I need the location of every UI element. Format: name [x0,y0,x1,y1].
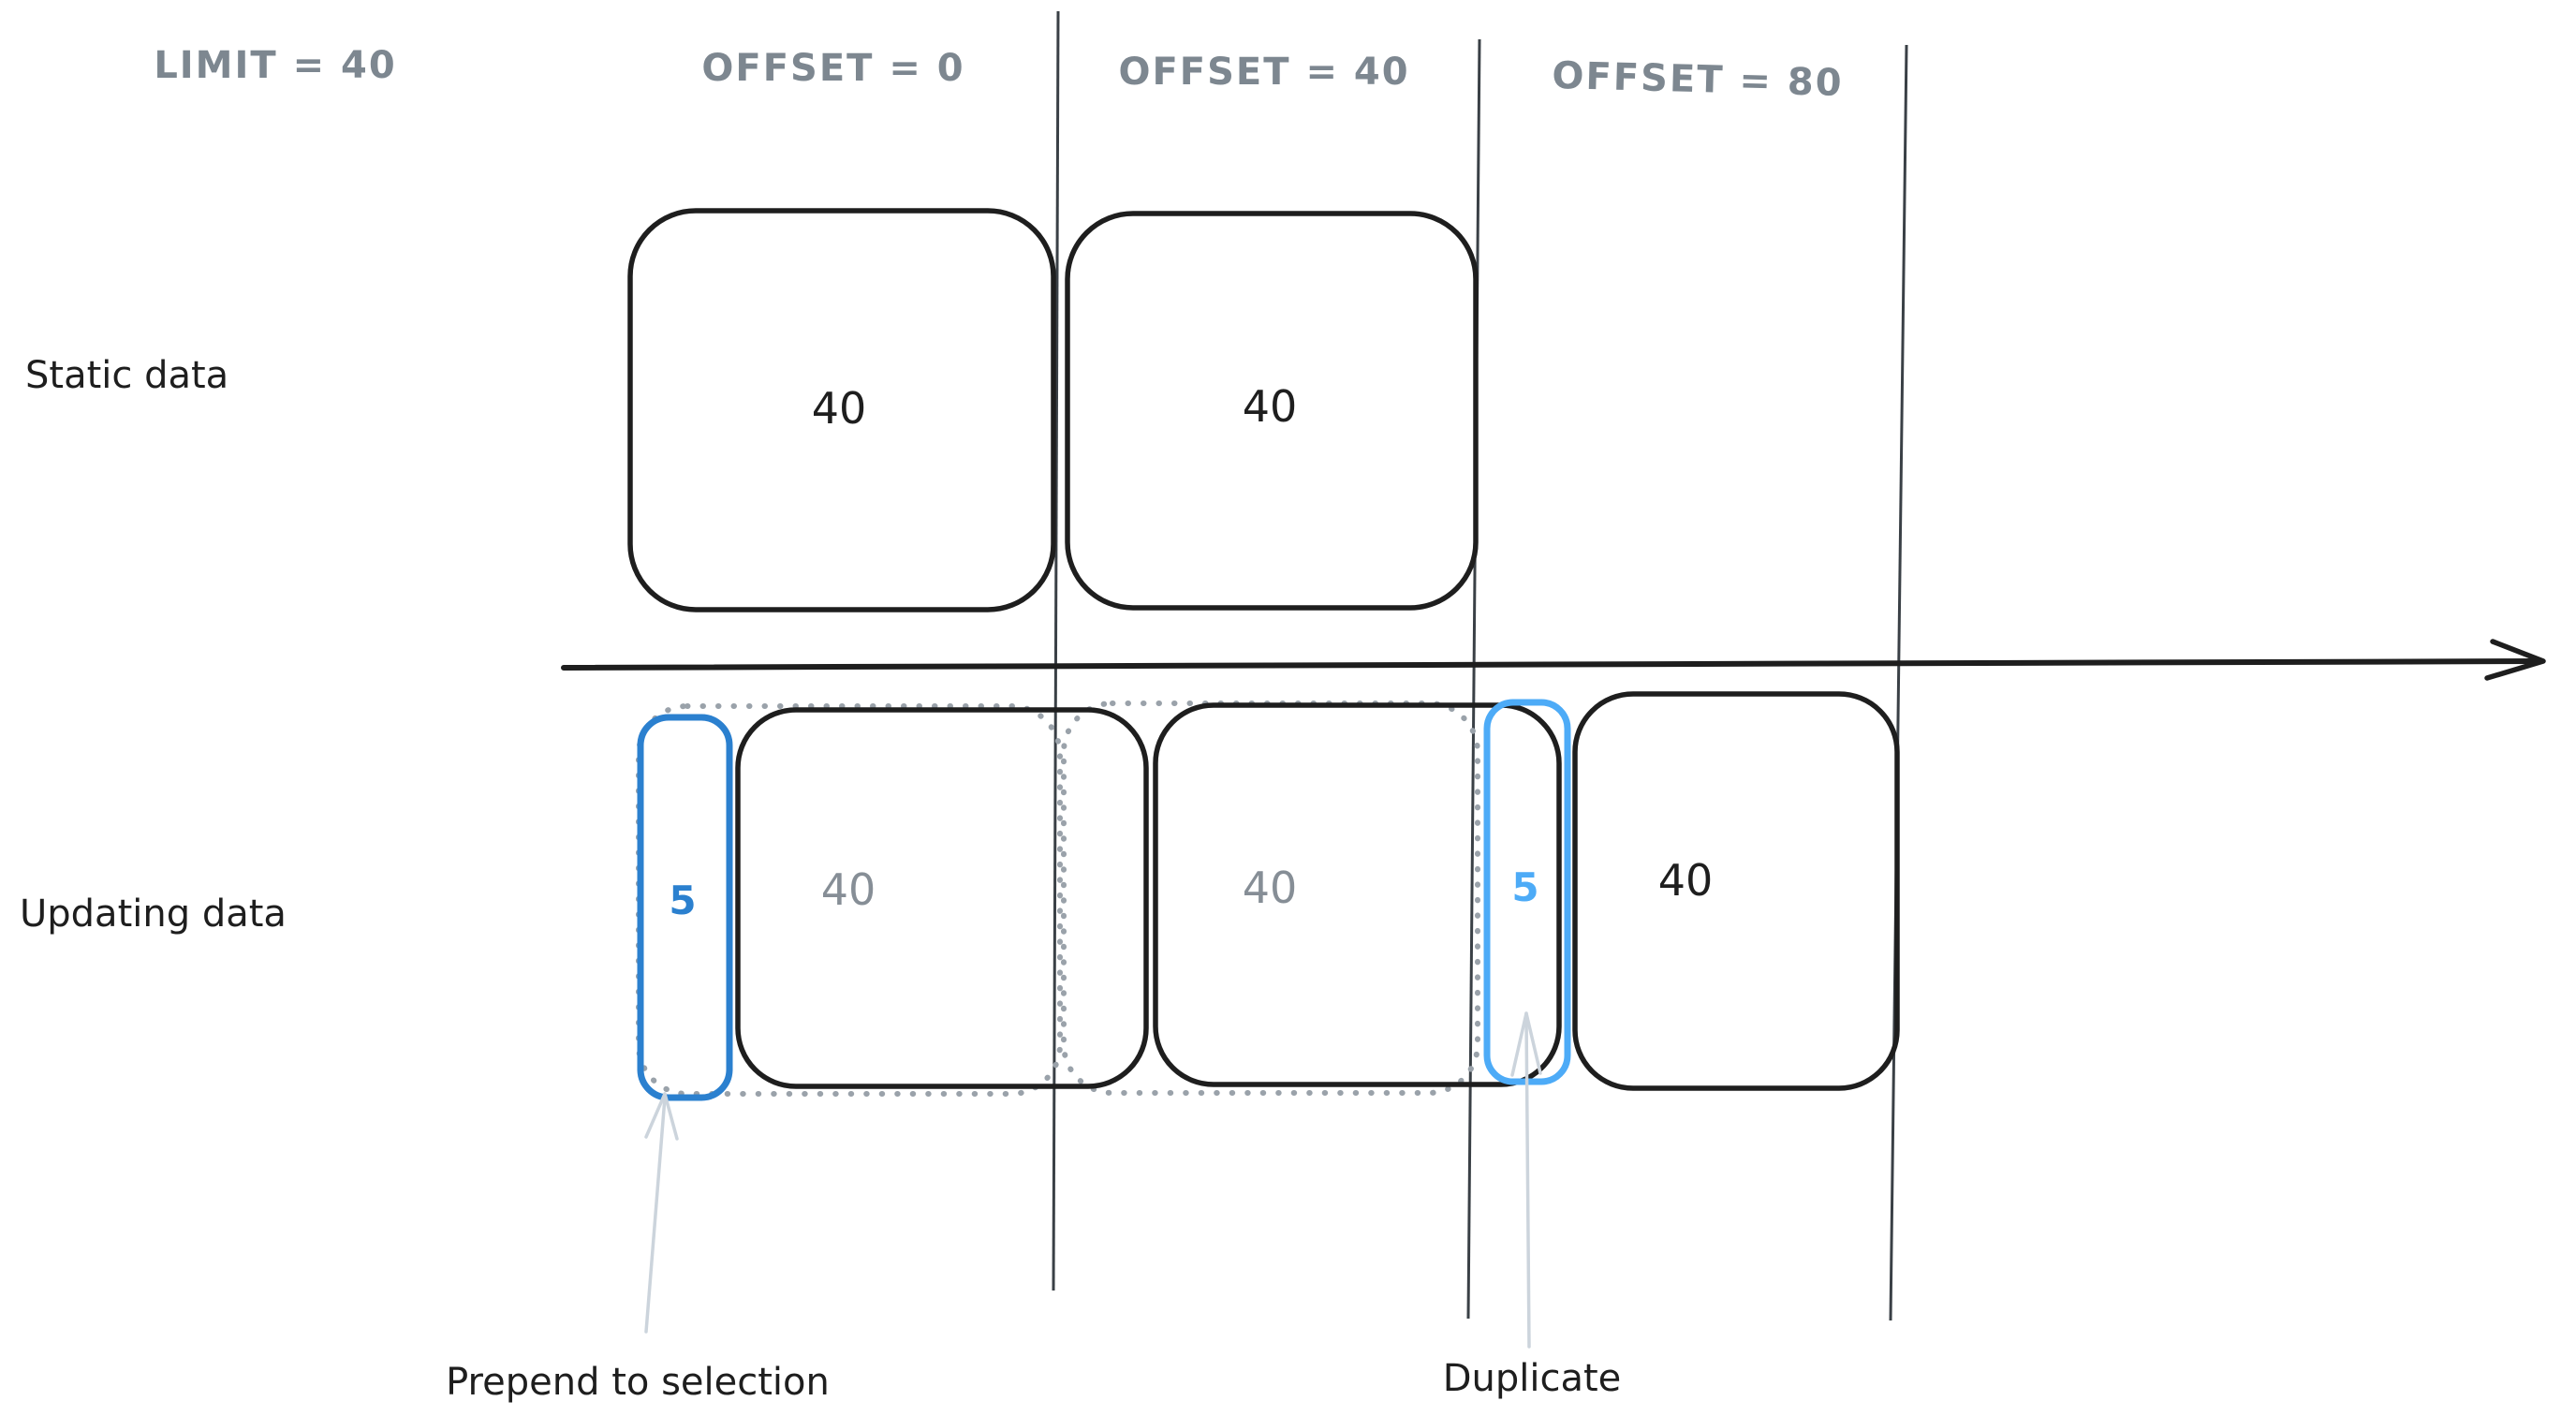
static-box-1 [627,208,1056,612]
updating-box-3-value: 40 [1657,855,1714,906]
prepend-highlight-box [637,714,733,1101]
timeline-arrow-shaft [561,658,2542,671]
updating-box-1 [735,707,1149,1089]
updating-box-3 [1572,691,1900,1091]
timeline-arrowhead [2484,639,2546,681]
offset-divider-line-3 [1889,44,1908,1321]
offset-divider-line-1 [1052,10,1060,1291]
duplicate-box-value: 5 [1511,864,1539,910]
static-box-2 [1065,211,1479,611]
duplicate-callout-arrow [1510,1011,1542,1349]
static-data-row-label: Static data [25,354,229,397]
static-box-2-value: 40 [1242,381,1298,432]
offset-80-header: OFFSET = 80 [1551,53,1845,106]
limit-header: LIMIT = 40 [154,44,397,87]
offset-0-header: OFFSET = 0 [701,47,965,90]
offset-40-header: OFFSET = 40 [1118,51,1410,94]
duplicate-annotation-label: Duplicate [1442,1357,1622,1400]
offset-divider-line-2 [1466,38,1481,1320]
prepend-box-value: 5 [669,878,697,923]
ghost-box-2 [1061,701,1480,1096]
updating-data-row-label: Updating data [20,892,287,936]
prepend-callout-arrow [644,1092,679,1334]
updating-box-2 [1153,702,1562,1087]
updating-box-2-value: 40 [1242,863,1298,913]
updating-box-1-value: 40 [820,864,876,915]
static-box-1-value: 40 [811,383,867,434]
prepend-annotation-label: Prepend to selection [446,1361,830,1404]
